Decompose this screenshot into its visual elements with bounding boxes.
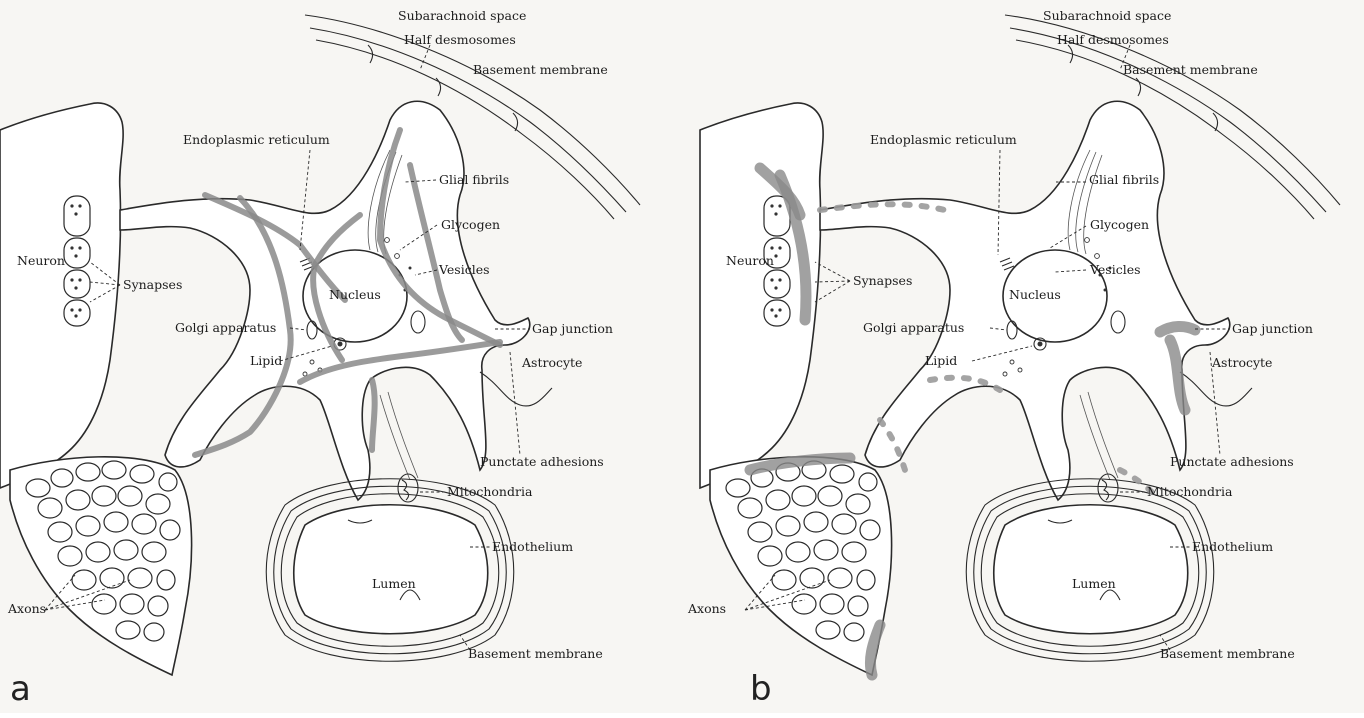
panel-a: Subarachnoid space Half desmosomes Basem… <box>0 8 640 709</box>
label-glial-fibrils: Glial fibrils <box>439 172 509 187</box>
label-glial-fibrils: Glial fibrils <box>1089 172 1159 187</box>
label-vesicles: Vesicles <box>438 262 490 277</box>
label-nucleus: Nucleus <box>329 287 381 302</box>
label-astrocyte: Astrocyte <box>521 355 582 370</box>
label-lumen: Lumen <box>1072 576 1116 591</box>
label-mitochondria: Mitochondria <box>447 484 533 499</box>
label-golgi: Golgi apparatus <box>175 320 276 335</box>
label-punctate: Punctate adhesions <box>480 454 604 469</box>
label-subarachnoid: Subarachnoid space <box>1043 8 1171 23</box>
label-er: Endoplasmic reticulum <box>870 132 1017 147</box>
label-punctate: Punctate adhesions <box>1170 454 1294 469</box>
label-lipid: Lipid <box>925 353 957 368</box>
label-glycogen: Glycogen <box>1090 217 1149 232</box>
label-basement-bottom: Basement membrane <box>468 646 603 661</box>
label-synapses: Synapses <box>123 277 182 292</box>
label-glycogen: Glycogen <box>441 217 500 232</box>
astrocyte-drawing <box>700 15 1340 675</box>
label-gap-junction: Gap junction <box>532 321 613 336</box>
label-er: Endoplasmic reticulum <box>183 132 330 147</box>
panel-label-b: b <box>750 669 772 709</box>
label-basement-top: Basement membrane <box>1123 62 1258 77</box>
label-vesicles: Vesicles <box>1089 262 1141 277</box>
label-lipid: Lipid <box>250 353 282 368</box>
panel-b: Subarachnoid space Half desmosomes Basem… <box>687 8 1340 709</box>
label-synapses: Synapses <box>853 273 912 288</box>
label-axons: Axons <box>687 601 726 616</box>
label-subarachnoid: Subarachnoid space <box>398 8 526 23</box>
astrocyte-drawing <box>0 15 640 675</box>
label-endothelium: Endothelium <box>492 539 573 554</box>
label-endothelium: Endothelium <box>1192 539 1273 554</box>
label-golgi: Golgi apparatus <box>863 320 964 335</box>
label-axons: Axons <box>7 601 46 616</box>
label-astrocyte: Astrocyte <box>1211 355 1272 370</box>
label-basement-bottom: Basement membrane <box>1160 646 1295 661</box>
label-neuron: Neuron <box>17 253 65 268</box>
label-nucleus: Nucleus <box>1009 287 1061 302</box>
panel-label-a: a <box>10 669 31 709</box>
label-neuron: Neuron <box>726 253 774 268</box>
label-lumen: Lumen <box>372 576 416 591</box>
label-basement-top: Basement membrane <box>473 62 608 77</box>
label-mitochondria: Mitochondria <box>1147 484 1233 499</box>
label-half-desmosomes: Half desmosomes <box>404 32 516 47</box>
label-half-desmosomes: Half desmosomes <box>1057 32 1169 47</box>
label-gap-junction: Gap junction <box>1232 321 1313 336</box>
